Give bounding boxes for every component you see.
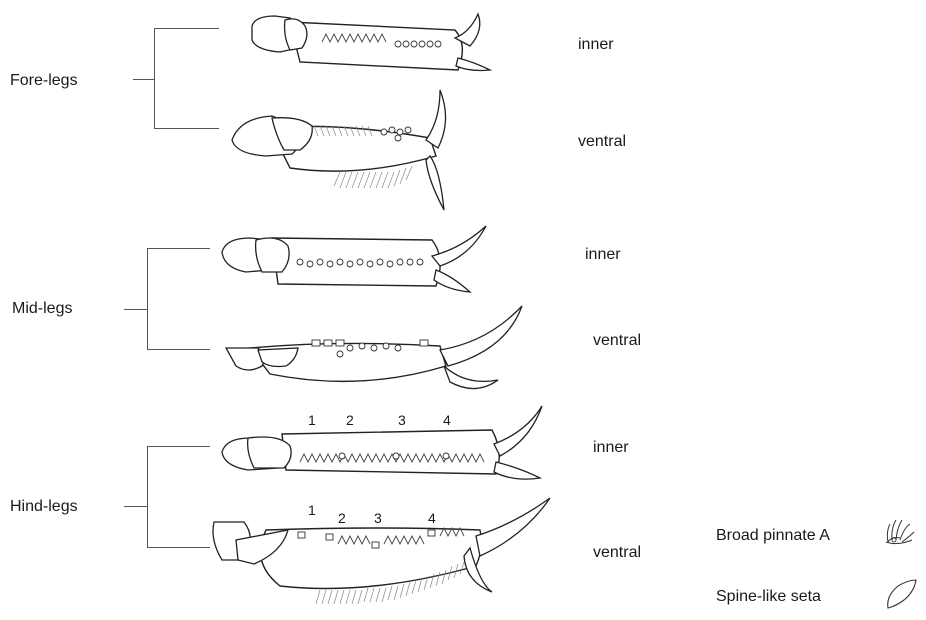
broad-pinnate-seta-icon <box>882 514 918 548</box>
mid-leg-ventral-drawing <box>226 306 522 389</box>
hind-ventral-number-1: 1 <box>308 502 316 518</box>
hind-leg-inner-drawing <box>222 406 542 479</box>
hind-ventral-number-2: 2 <box>338 510 346 526</box>
fore-ventral-view-label: ventral <box>578 133 626 151</box>
fore-leg-inner-drawing <box>252 14 490 71</box>
fore-inner-view-label: inner <box>578 36 614 54</box>
hind-ventral-number-3: 3 <box>374 510 382 526</box>
hind-inner-number-4: 4 <box>443 412 451 428</box>
hind-ventral-number-4: 4 <box>428 510 436 526</box>
fore-legs-label: Fore-legs <box>10 72 78 90</box>
mid-legs-bracket <box>147 248 210 350</box>
legend-broad-pinnate-label: Broad pinnate A <box>716 527 830 545</box>
hind-inner-number-2: 2 <box>346 412 354 428</box>
hind-inner-number-3: 3 <box>398 412 406 428</box>
mid-inner-view-label: inner <box>585 246 621 264</box>
fore-legs-bracket <box>154 28 219 129</box>
fore-legs-bracket-stub <box>133 79 154 80</box>
hind-legs-bracket <box>147 446 210 548</box>
hind-inner-number-1: 1 <box>308 412 316 428</box>
mid-legs-label: Mid-legs <box>12 300 72 318</box>
mid-leg-inner-drawing <box>222 226 486 292</box>
hind-ventral-view-label: ventral <box>593 544 641 562</box>
fore-leg-ventral-drawing <box>232 90 446 210</box>
spine-like-seta-icon <box>884 578 920 610</box>
mid-legs-bracket-stub <box>124 309 147 310</box>
mid-ventral-view-label: ventral <box>593 332 641 350</box>
hind-legs-bracket-stub <box>124 506 147 507</box>
legend-spine-like-label: Spine-like seta <box>716 588 821 606</box>
hind-legs-label: Hind-legs <box>10 498 78 516</box>
hind-inner-view-label: inner <box>593 439 629 457</box>
